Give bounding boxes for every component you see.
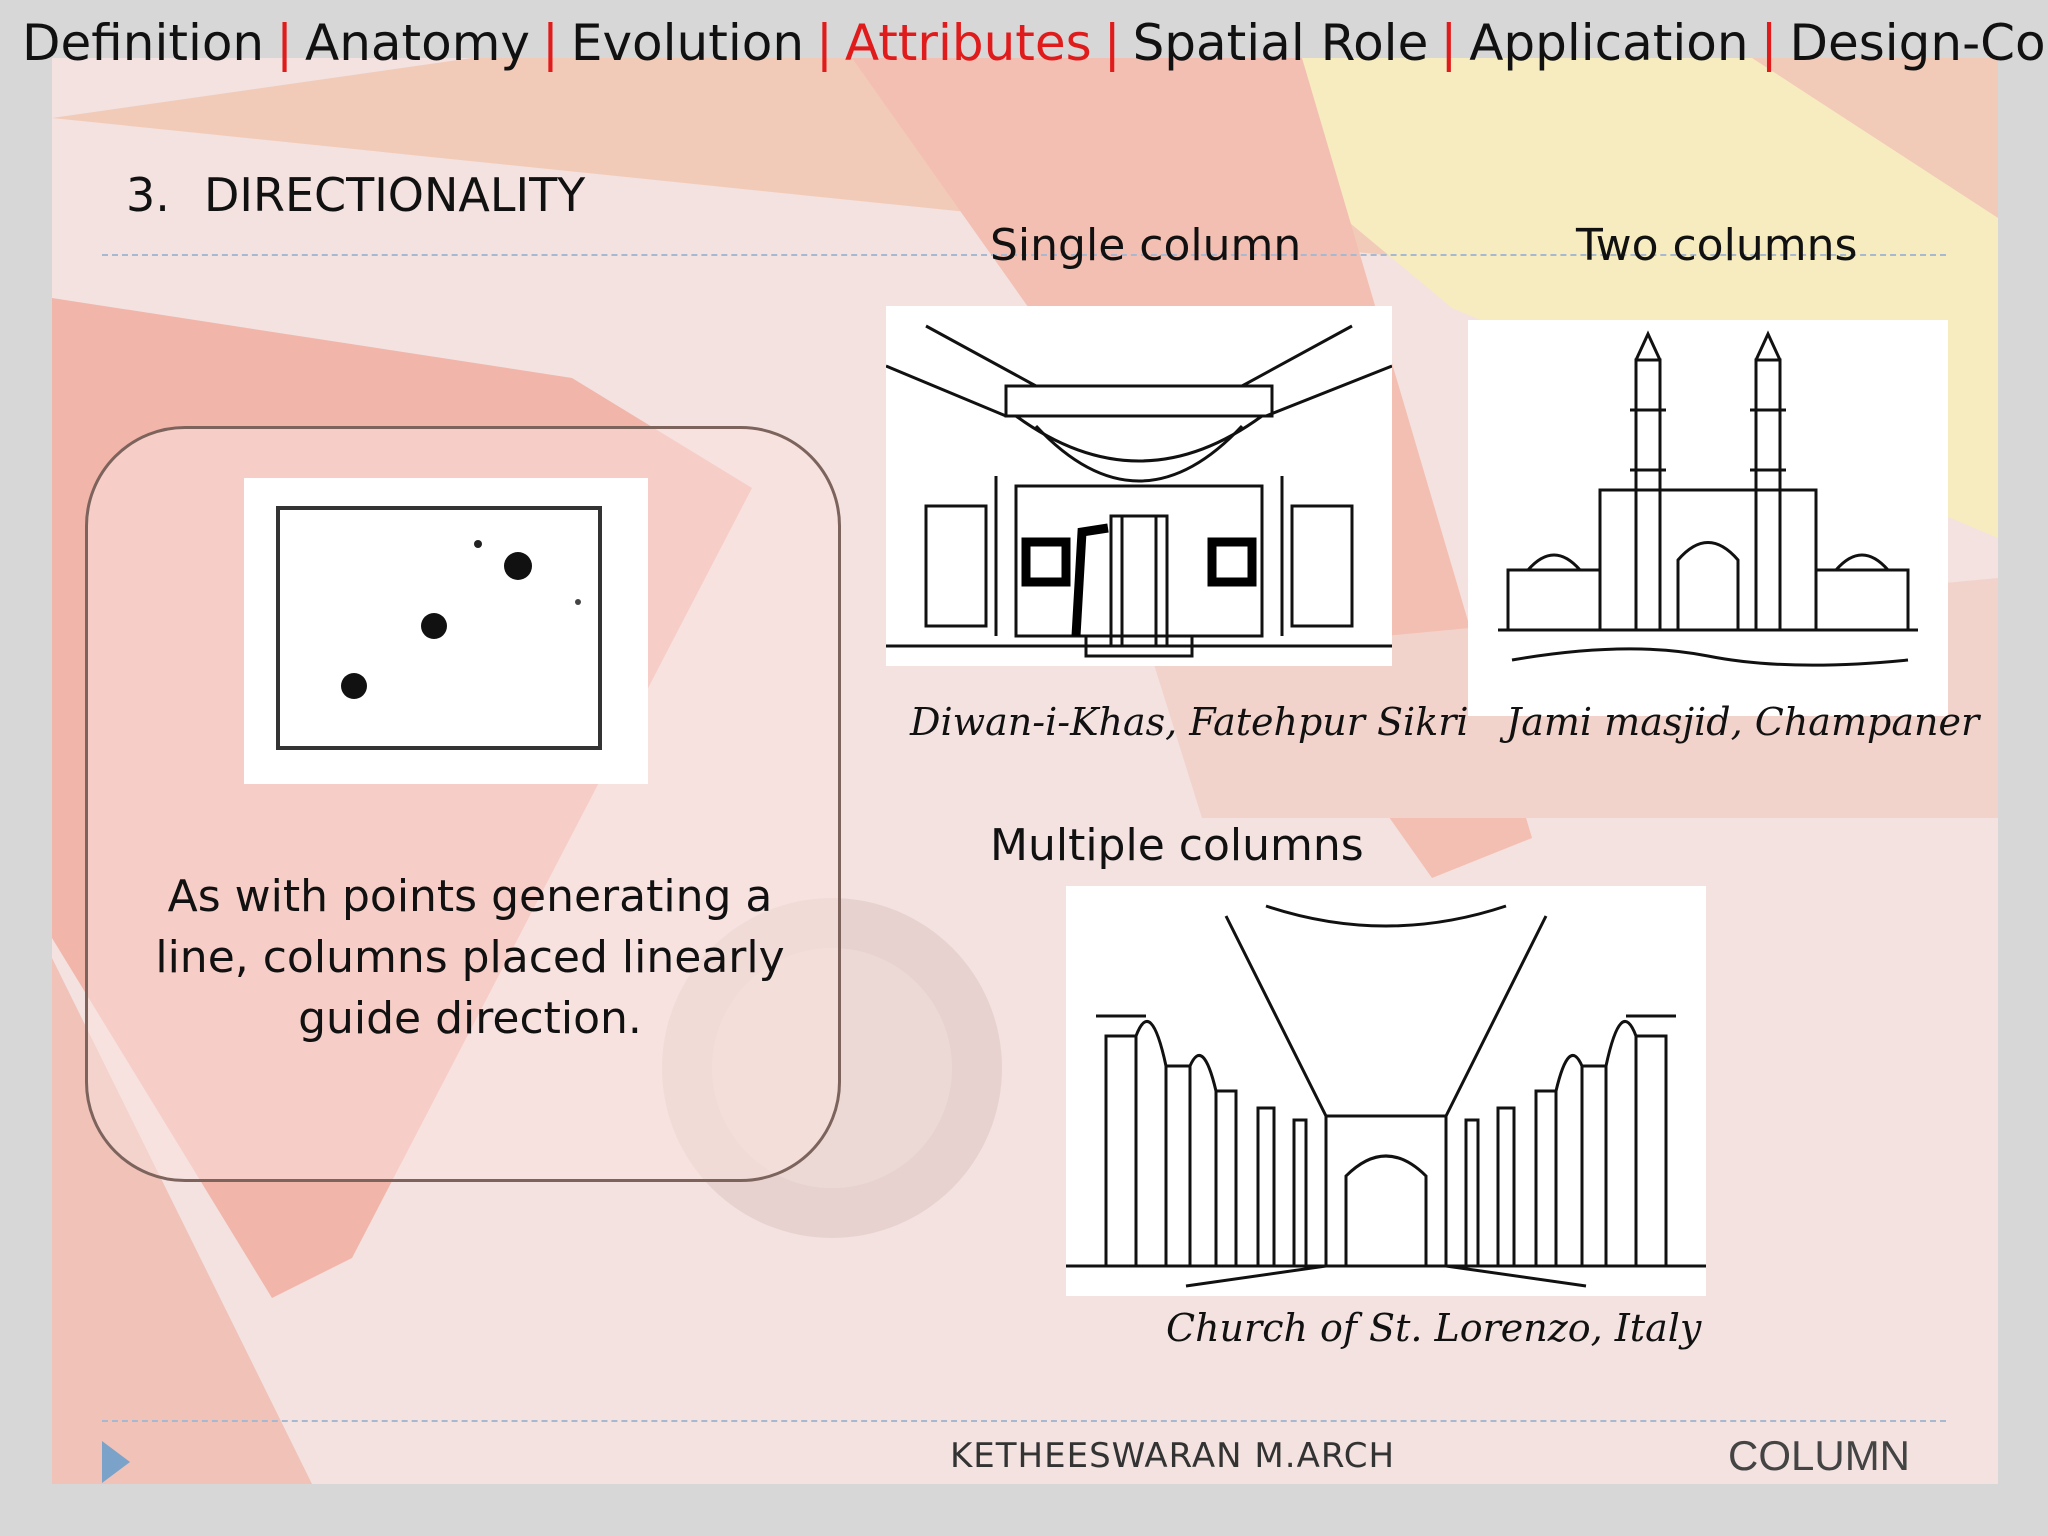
- nav-item-application[interactable]: Application: [1469, 14, 1749, 72]
- nav-separator: |: [1440, 14, 1458, 72]
- nav-item-design-cons[interactable]: Design-Cons.: [1789, 14, 2048, 72]
- st-lorenzo-sketch: [1066, 886, 1706, 1296]
- nav-separator: |: [816, 14, 833, 72]
- two-columns-heading: Two columns: [1576, 220, 1858, 271]
- single-column-caption: Diwan-i-Khas, Fatehpur Sikri: [910, 700, 1469, 744]
- diwan-i-khas-sketch: [885, 306, 1393, 666]
- nav-separator: |: [276, 14, 293, 72]
- top-divider: [102, 254, 1946, 256]
- play-triangle-icon[interactable]: [102, 1441, 130, 1483]
- nav-item-anatomy[interactable]: Anatomy: [304, 14, 531, 72]
- multiple-columns-drawing: [1066, 904, 1706, 1288]
- footer-topic: COLUMN: [1728, 1432, 1911, 1479]
- top-navigation: Definition|Anatomy|Evolution|Attributes|…: [22, 14, 2048, 72]
- points-diagram: [244, 478, 648, 784]
- single-column-heading: Single column: [990, 220, 1302, 271]
- footer-author: KETHEESWARAN M.ARCH: [950, 1436, 1396, 1476]
- jami-masjid-sketch: [1468, 320, 1948, 716]
- section-number: 3.: [126, 168, 170, 222]
- section-heading: 3. DIRECTIONALITY: [126, 168, 585, 222]
- two-columns-drawing: [1498, 330, 1918, 667]
- nav-item-evolution[interactable]: Evolution: [570, 14, 805, 72]
- multiple-columns-heading: Multiple columns: [990, 820, 1364, 871]
- bottom-divider: [102, 1420, 1946, 1422]
- points-line-sketch: [276, 506, 602, 750]
- nav-item-spatial-role[interactable]: Spatial Role: [1132, 14, 1429, 72]
- two-columns-caption: Jami masjid, Champaner: [1506, 700, 1980, 744]
- nav-separator: |: [1760, 14, 1778, 72]
- card-description: As with points generating a line, column…: [155, 871, 785, 1044]
- section-title: DIRECTIONALITY: [204, 168, 586, 222]
- single-column-drawing: [885, 324, 1393, 658]
- nav-separator: |: [1103, 14, 1121, 72]
- nav-item-attributes[interactable]: Attributes: [844, 14, 1092, 72]
- multiple-columns-caption: Church of St. Lorenzo, Italy: [1166, 1306, 1702, 1350]
- nav-separator: |: [542, 14, 559, 72]
- nav-item-definition[interactable]: Definition: [22, 14, 265, 72]
